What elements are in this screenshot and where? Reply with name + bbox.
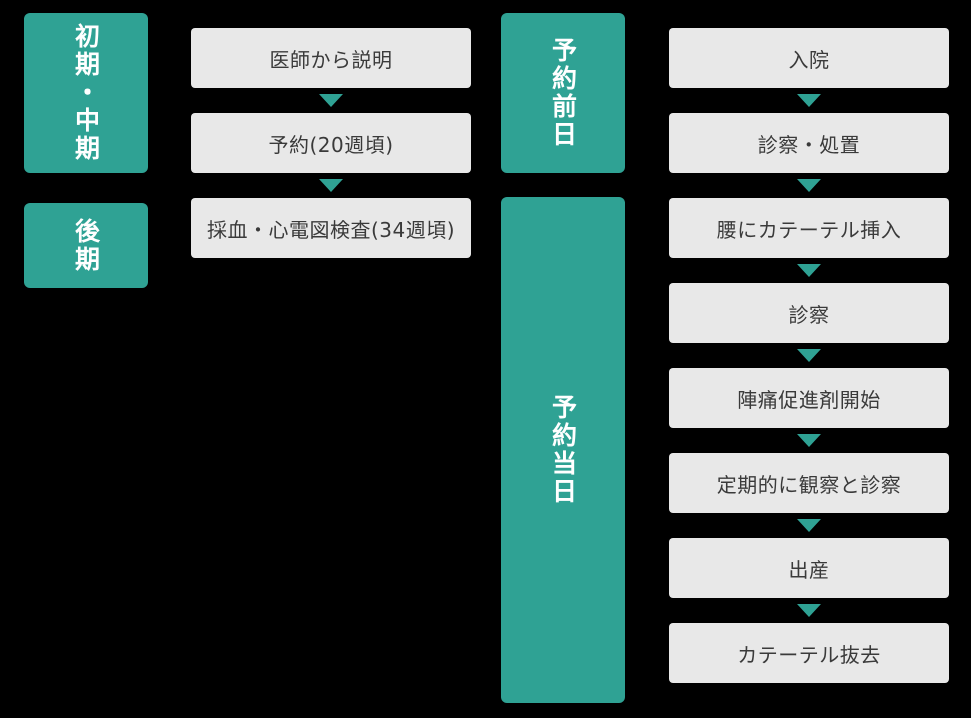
arrow-down-icon <box>797 519 821 532</box>
arrow-down-icon <box>797 94 821 107</box>
step-admission: 入院 <box>669 28 949 88</box>
step-label: 採血・心電図検査(34週頃) <box>206 217 456 242</box>
arrow-down-icon <box>797 434 821 447</box>
step-label: 陣痛促進剤開始 <box>737 387 881 412</box>
arrow-down-icon <box>319 179 343 192</box>
arrow-down-icon <box>797 349 821 362</box>
step-label: 予約(20週頃) <box>268 132 394 157</box>
step-label: 診察・処置 <box>757 132 861 157</box>
phase-label-text: 後期 <box>71 217 101 274</box>
step-examination: 診察 <box>669 283 949 343</box>
phase-label-text: 予約前日 <box>548 37 578 149</box>
step-label: 医師から説明 <box>269 47 393 72</box>
step-label: カテーテル抜去 <box>737 642 881 667</box>
phase-label-early-mid-term: 初期・中期 <box>24 13 148 173</box>
step-catheter-insertion: 腰にカテーテル挿入 <box>669 198 949 258</box>
phase-label-late-term: 後期 <box>24 203 148 288</box>
step-reservation: 予約(20週頃) <box>191 113 471 173</box>
step-label: 入院 <box>788 47 830 72</box>
phase-label-text: 予約当日 <box>548 394 578 506</box>
arrow-down-icon <box>797 264 821 277</box>
phase-label-day-before: 予約前日 <box>501 13 625 173</box>
arrow-down-icon <box>797 179 821 192</box>
arrow-down-icon <box>319 94 343 107</box>
step-label: 診察 <box>788 302 830 327</box>
step-label: 腰にカテーテル挿入 <box>716 217 902 242</box>
phase-label-text: 初期・中期 <box>71 23 101 163</box>
step-label: 出産 <box>788 557 830 582</box>
step-catheter-removal: カテーテル抜去 <box>669 623 949 683</box>
arrow-down-icon <box>797 604 821 617</box>
step-periodic-observation: 定期的に観察と診察 <box>669 453 949 513</box>
step-exam-treatment: 診察・処置 <box>669 113 949 173</box>
step-delivery: 出産 <box>669 538 949 598</box>
step-label: 定期的に観察と診察 <box>716 472 902 497</box>
phase-label-appointment-day: 予約当日 <box>501 197 625 703</box>
step-doctor-explanation: 医師から説明 <box>191 28 471 88</box>
step-blood-test-ecg: 採血・心電図検査(34週頃) <box>191 198 471 258</box>
step-oxytocin-start: 陣痛促進剤開始 <box>669 368 949 428</box>
